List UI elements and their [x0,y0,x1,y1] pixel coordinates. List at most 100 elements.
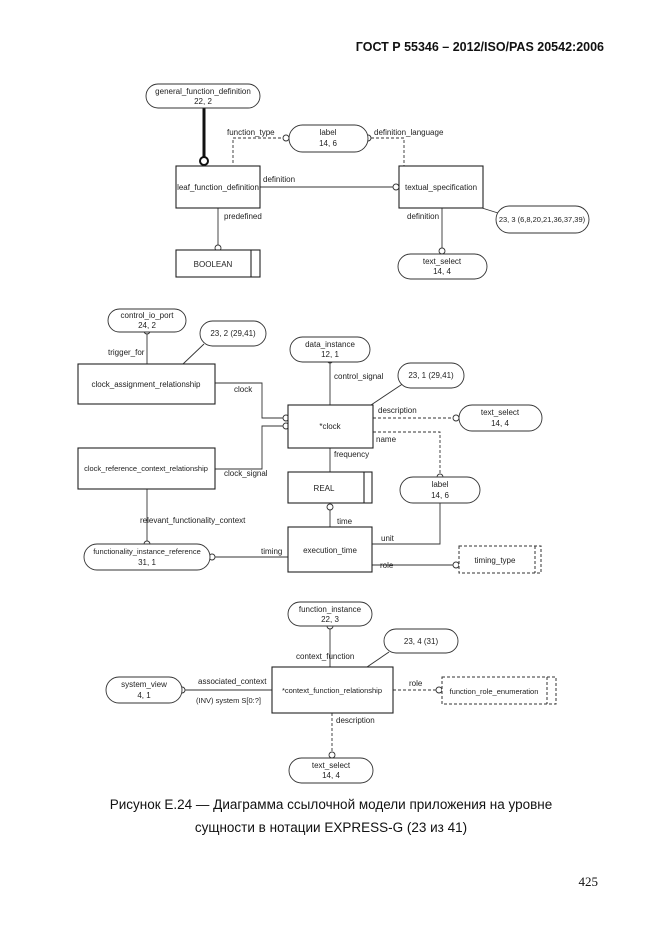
system-view-pill [105,676,183,704]
definition-language-line [371,137,405,166]
attr-context-function: context_function [296,652,354,661]
attr-name: name [376,435,397,444]
page-number: 425 [578,874,599,889]
attr-time: time [337,517,353,526]
attr-definition-2: definition [407,212,439,221]
attr-unit: unit [381,534,395,543]
text-select-pill-2 [458,404,543,432]
text-select-pill-3 [288,757,374,784]
text-select-pill-1 [397,253,488,280]
definition-circle [392,183,400,191]
diagram-2: control_io_port 24, 2 23, 2 (29,41) data… [77,308,543,574]
attr-role: role [380,561,394,570]
label-pill [288,124,369,153]
label-pill-2 [399,476,481,504]
figure-caption-line-2: сущности в нотации EXPRESS-G (23 из 41) [194,820,468,835]
function-type-circle [282,134,290,142]
function-instance-name: function_instance [299,605,362,614]
multi-ref-pill [495,205,590,234]
clock-assignment-relationship-label: clock_assignment_relationship [92,380,202,389]
function-instance-ref: 22, 3 [321,615,339,624]
name-line [373,431,441,474]
description-circle-3 [328,751,336,759]
clock-reference-context-relationship-label: clock_reference_context_relationship [84,464,208,473]
clock-line [215,382,283,419]
function-role-enumeration-label: function_role_enumeration [450,687,539,696]
text-select-ref-1: 14, 4 [433,267,451,276]
attr-timing: timing [261,547,282,556]
label-name: label [320,128,337,137]
ref-23-4-pill [383,628,459,654]
ref-23-4-line [366,651,390,668]
label-name-2: label [432,480,449,489]
timing-type-box [458,545,542,574]
textual-specification-box [398,165,484,209]
attr-clock-signal: clock_signal [224,469,268,478]
general-function-definition-pill [145,83,261,109]
execution-time-box [287,526,373,573]
real-label: REAL [314,484,335,493]
text-select-ref-3: 14, 4 [322,771,340,780]
ref-23-1-pill [397,362,465,389]
attr-clock: clock [234,385,253,394]
function-instance-pill [287,601,373,627]
leaf-function-definition-box [175,165,261,209]
time-circle [326,503,334,511]
text-select-name-3: text_select [312,761,351,770]
clock-reference-context-relationship-box [77,447,216,490]
ref-23-2-text: 23, 2 (29,41) [210,329,256,338]
clock-assignment-relationship-box [77,363,216,405]
clock-label: *clock [319,422,341,431]
diagram-1: general_function_definition 22, 2 label … [145,83,590,280]
timing-type-label: timing_type [475,556,516,565]
role-circle [452,561,460,569]
attr-control-signal: control_signal [334,372,384,381]
textual-specification-label: textual_specification [405,183,477,192]
function-type-line [232,137,283,163]
control-io-port-name: control_io_port [121,311,175,320]
label-ref-2: 14, 6 [431,491,449,500]
data-instance-name: data_instance [305,340,355,349]
attr-description: description [378,406,417,415]
page-header: ГОСТ Р 55346 – 2012/ISO/PAS 20542:2006 [355,40,604,54]
boolean-box [175,249,261,278]
general-function-definition-name: general_function_definition [155,87,251,96]
attr-associated-context: associated_context [198,677,267,686]
general-function-definition-ref: 22, 2 [194,97,212,106]
attr-function-type: function_type [227,128,275,137]
diagram-3: function_instance 22, 3 23, 4 (31) syste… [105,601,557,784]
control-io-port-pill [107,308,187,333]
text-select-name-2: text_select [481,408,520,417]
ref-23-1-text: 23, 1 (29,41) [408,371,454,380]
system-view-name: system_view [121,680,167,689]
supertype-circle [199,156,209,166]
ref-23-1-line [370,382,405,406]
label-ref: 14, 6 [319,139,337,148]
execution-time-label: execution_time [303,546,357,555]
unit-line [372,503,441,545]
functionality-instance-reference-name: functionality_instance_reference [93,547,201,556]
definition-2-circle [438,247,446,255]
text-select-ref-2: 14, 4 [491,419,509,428]
figure-caption-line-1: Рисунок Е.24 — Диаграмма ссылочной модел… [109,797,553,812]
attr-frequency: frequency [334,450,369,459]
description-circle [452,414,460,422]
clock-box [287,404,374,449]
multi-ref-text: 23, 3 (6,8,20,21,36,37,39) [499,215,586,224]
multi-ref-line [481,207,499,214]
attr-predefined: predefined [224,212,262,221]
role-circle-3 [435,686,443,694]
attr-role-3: role [409,679,423,688]
system-view-ref: 4, 1 [137,691,151,700]
clock-signal-line [215,425,283,470]
attr-definition-1: definition [263,175,295,184]
attr-inv-system: (INV) system S[0:?] [196,696,261,705]
context-function-relationship-box [271,666,394,714]
data-instance-pill [289,336,371,363]
ref-23-2-pill [199,320,267,347]
attr-relevant-functionality-context: relevant_functionality_context [140,516,246,525]
attr-description-3: description [336,716,375,725]
context-function-relationship-label: *context_function_relationship [282,686,382,695]
data-instance-ref: 12, 1 [321,350,339,359]
